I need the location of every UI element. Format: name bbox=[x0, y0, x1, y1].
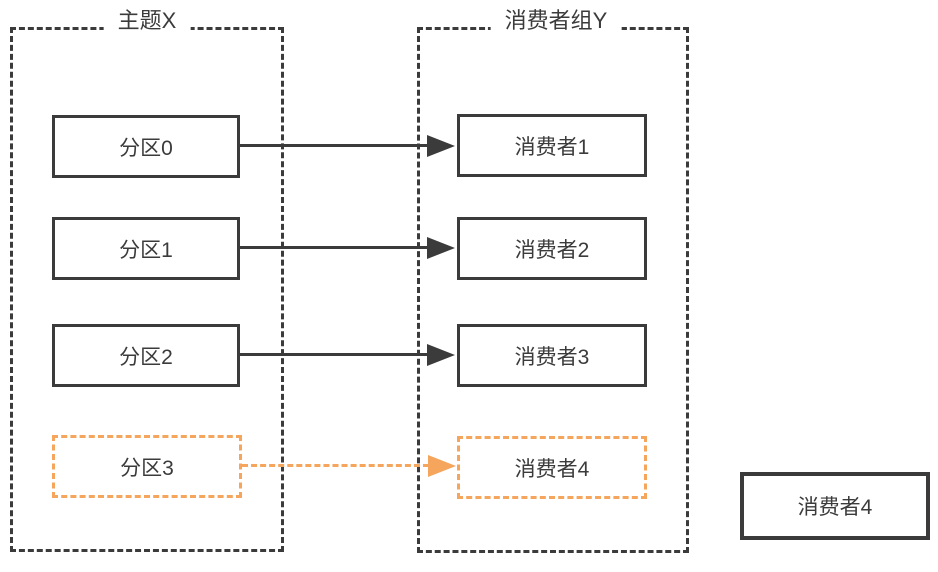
partition-box-0: 分区0 bbox=[52, 115, 240, 178]
arrowhead-icon bbox=[427, 135, 455, 157]
standalone-consumer-label: 消费者4 bbox=[797, 496, 873, 519]
partition-box-2: 分区2 bbox=[52, 324, 240, 387]
partition-box-3: 分区3 bbox=[52, 435, 242, 498]
partition-label: 分区2 bbox=[119, 345, 173, 369]
arrow-line-partition1-consumer2 bbox=[240, 246, 428, 249]
consumer-box-2: 消费者2 bbox=[457, 217, 647, 280]
partition-box-1: 分区1 bbox=[52, 217, 240, 280]
partition-label: 分区0 bbox=[119, 136, 173, 160]
topic-title: 主题X bbox=[103, 8, 191, 34]
arrow-line-partition0-consumer1 bbox=[240, 144, 428, 147]
consumer-label: 消费者2 bbox=[514, 238, 590, 262]
consumer-box-3: 消费者3 bbox=[457, 324, 647, 387]
partition-label: 分区1 bbox=[119, 238, 173, 262]
arrow-line-partition2-consumer3 bbox=[240, 353, 428, 356]
arrowhead-icon bbox=[428, 455, 456, 477]
standalone-consumer-box: 消费者4 bbox=[740, 472, 930, 540]
consumer-box-4: 消费者4 bbox=[457, 436, 647, 499]
consumer-box-1: 消费者1 bbox=[457, 114, 647, 177]
partition-label: 分区3 bbox=[120, 456, 174, 480]
consumer-label: 消费者3 bbox=[514, 345, 590, 369]
arrow-line-partition3-consumer4 bbox=[242, 464, 429, 467]
consumer-label: 消费者4 bbox=[514, 457, 590, 481]
arrowhead-icon bbox=[427, 237, 455, 259]
consumer-label: 消费者1 bbox=[514, 135, 590, 159]
arrowhead-icon bbox=[427, 344, 455, 366]
consumer-group-title: 消费者组Y bbox=[490, 8, 622, 34]
